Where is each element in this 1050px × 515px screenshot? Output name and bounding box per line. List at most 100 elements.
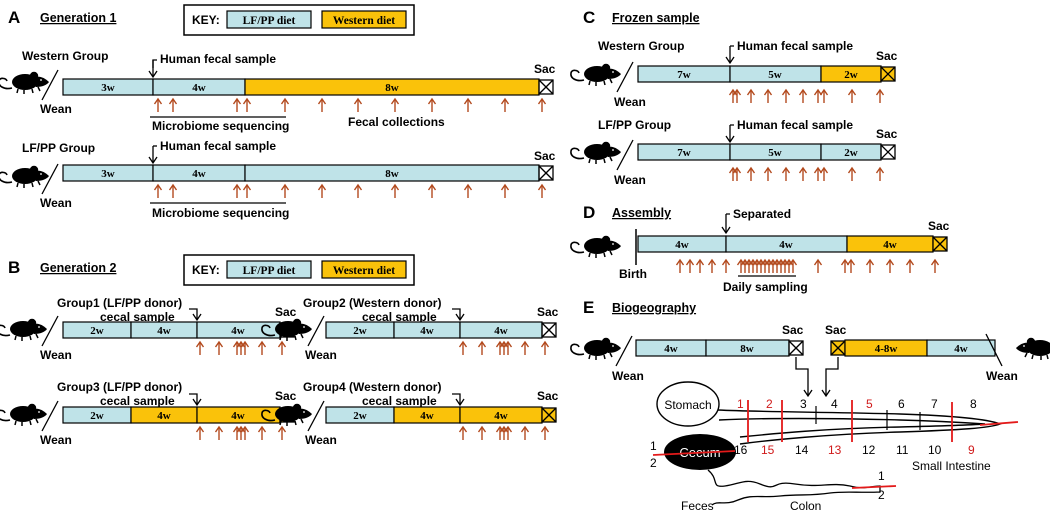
mouse-icon	[1015, 336, 1050, 361]
seg-label: 5w	[768, 147, 782, 159]
segment-number: 14	[795, 443, 809, 457]
key-legend-b: KEY: LF/PP diet Western diet	[183, 254, 415, 286]
panel-b-letter: B	[8, 258, 20, 277]
seg-label: 2w	[844, 69, 858, 81]
seg-label: 8w	[740, 343, 754, 355]
sac-label: Sac	[537, 389, 559, 403]
key-lfpp-text: LF/PP diet	[243, 265, 296, 277]
seg-label: 4w	[664, 343, 678, 355]
sac-label: Sac	[537, 305, 559, 319]
seg-label: 4w	[954, 343, 968, 355]
stomach-label: Stomach	[664, 398, 711, 412]
arrow-down-icon	[452, 393, 465, 407]
panel-a-title: Generation 1	[40, 11, 116, 25]
gut-diagram: Stomach Cecum Feces Colon Small Intestin…	[650, 381, 1019, 513]
arrow-down-icon	[721, 213, 731, 235]
arrow-down-icon	[725, 45, 735, 65]
seg-label: 3w	[101, 168, 115, 180]
segment-number: 5	[866, 397, 873, 411]
segment-number: 16	[734, 443, 748, 457]
cecal-sample-label: cecal sample	[362, 310, 437, 324]
sac-box-icon	[541, 322, 557, 338]
mouse-icon	[570, 336, 622, 361]
panel-c: C Frozen sample Western Group Wean 7w 5w…	[570, 8, 898, 187]
sac-label: Sac	[876, 49, 898, 63]
panel-d-title: Assembly	[612, 206, 671, 220]
seg-label: 4w	[420, 410, 434, 422]
collection-arrows	[195, 341, 287, 356]
cecum-number: 2	[650, 456, 657, 470]
mouse-icon	[0, 71, 50, 95]
section-cuts	[747, 400, 953, 442]
key-label: KEY:	[192, 263, 220, 277]
panel-c-title: Frozen sample	[612, 11, 700, 25]
seg-label: 4w	[157, 410, 171, 422]
western-group-label: Western Group	[598, 39, 684, 53]
collection-arrows	[458, 341, 550, 356]
seg-label: 4w	[420, 325, 434, 337]
sac-label: Sac	[928, 219, 950, 233]
cecal-sample-label: cecal sample	[100, 394, 175, 408]
panel-a: A Generation 1 KEY: LF/PP diet Western d…	[0, 4, 556, 220]
mouse-icon	[570, 141, 622, 165]
group2-label: Group2 (Western donor)	[303, 296, 441, 310]
segment-number: 13	[828, 443, 842, 457]
wean-label: Wean	[986, 369, 1018, 383]
seg-label: 2w	[90, 325, 104, 337]
segment-number: 15	[761, 443, 775, 457]
mouse-icon	[570, 62, 622, 87]
seg-label: 2w	[353, 325, 367, 337]
seg-label: 4w	[231, 325, 245, 337]
mouse-icon	[570, 235, 622, 259]
group3-label: Group3 (LF/PP donor)	[57, 380, 182, 394]
arrow-down-icon	[148, 146, 158, 165]
collection-arrows	[153, 184, 547, 199]
collection-arrows	[458, 426, 550, 441]
seg-label: 7w	[677, 69, 691, 81]
wean-label: Wean	[614, 95, 646, 109]
small-intestine-shape	[717, 409, 1002, 445]
panel-c-letter: C	[583, 8, 595, 27]
collection-arrows	[728, 167, 885, 182]
segment-number: 9	[968, 443, 975, 457]
collection-arrows	[675, 259, 940, 274]
segment-number: 11	[896, 443, 909, 457]
seg-label: 2w	[90, 410, 104, 422]
wean-label: Wean	[40, 433, 72, 447]
wean-label: Wean	[614, 173, 646, 187]
seg-label: 2w	[353, 410, 367, 422]
birth-label: Birth	[619, 267, 647, 281]
wean-label: Wean	[40, 196, 72, 210]
colon-number: 2	[878, 488, 885, 502]
seg-label: 7w	[677, 147, 691, 159]
mouse-icon	[0, 402, 48, 427]
cecal-sample-label: cecal sample	[100, 310, 175, 324]
western-group-label: Western Group	[22, 49, 108, 63]
group4-label: Group4 (Western donor)	[303, 380, 441, 394]
seg-label: 5w	[768, 69, 782, 81]
segment-number: 1	[737, 397, 744, 411]
seg-label: 4w	[883, 239, 897, 251]
collection-arrows	[153, 98, 547, 113]
sac-box-icon	[788, 340, 804, 356]
arrow-down-icon	[821, 357, 839, 398]
separated-label: Separated	[733, 207, 791, 221]
seg-label: 8w	[385, 82, 399, 94]
arrow-down-icon	[725, 124, 735, 144]
mouse-icon	[0, 317, 48, 342]
mouse-icon	[0, 165, 50, 189]
segment-number: 4	[831, 397, 838, 411]
seg-label: 4w	[157, 325, 171, 337]
group1-label: Group1 (LF/PP donor)	[57, 296, 182, 310]
panel-d-letter: D	[583, 203, 595, 222]
panel-e: E Biogeography Wean 4w 8w Sac 4-8w 4w Sa…	[570, 298, 1050, 513]
seg-label: 4w	[192, 82, 206, 94]
segment-number: 12	[862, 443, 876, 457]
seg-label: 4-8w	[875, 343, 898, 355]
small-intestine-label: Small Intestine	[912, 459, 991, 473]
segment-number: 7	[931, 397, 938, 411]
section-ticks	[815, 406, 921, 430]
sac-label: Sac	[534, 62, 556, 76]
sac-label: Sac	[275, 305, 297, 319]
